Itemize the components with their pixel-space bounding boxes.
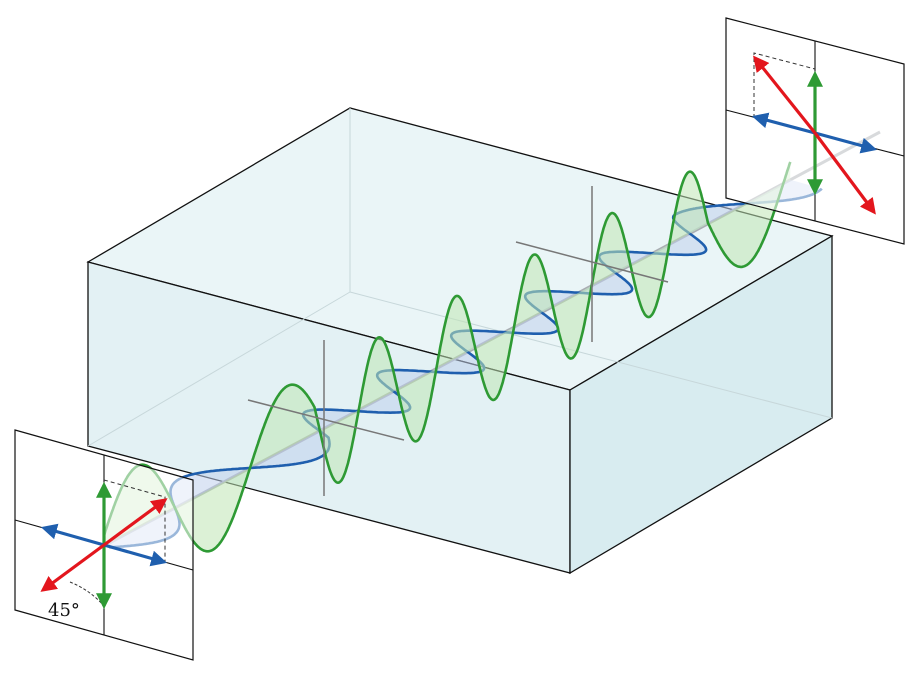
- output-arrow-horizontal-right: [814, 131, 878, 154]
- input-arrow-horizontal-right: [103, 543, 168, 567]
- input-arrow-diagonal: [103, 498, 168, 547]
- input-arrow-diagonal-down: [40, 543, 105, 592]
- angle-arc: [69, 581, 105, 607]
- output-arrow-horizontal: [751, 112, 816, 135]
- output-arrow-diagonal: [753, 55, 817, 134]
- output-arrow-diagonal-down: [813, 132, 876, 215]
- vertical-wave-fill: [103, 161, 791, 552]
- crystal-hidden-edges: [87, 108, 833, 447]
- wave-group: [102, 161, 823, 553]
- input-dashed-box: [103, 479, 166, 562]
- input-panel: 45°: [14, 429, 194, 661]
- horizontal-wave-fill: [103, 179, 822, 548]
- input-arrow-horizontal: [40, 523, 105, 547]
- vertical-wave-curve: [102, 161, 792, 553]
- axis-markers: [247, 186, 669, 496]
- output-panel: [725, 17, 905, 245]
- output-dashed-box: [753, 52, 816, 118]
- angle-label: 45°: [48, 600, 80, 621]
